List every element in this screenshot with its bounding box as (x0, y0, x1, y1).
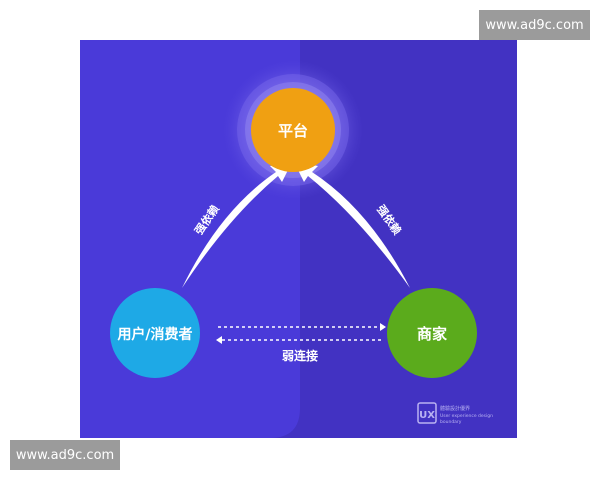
node-platform (251, 88, 335, 172)
watermark-top: www.ad9c.com (479, 10, 590, 40)
svg-text:UX: UX (419, 410, 435, 421)
arrow-user-to-platform (182, 162, 292, 288)
node-merchant (387, 288, 477, 378)
svg-text:User experience design: User experience design (440, 413, 493, 419)
arrowhead-right-icon (380, 323, 386, 331)
watermark-bottom: www.ad9c.com (10, 440, 120, 470)
ux-logo: UX 體驗設計優界 User experience design boundar… (417, 402, 493, 425)
diagram: 平台 用户/消费者 商家 强依赖 强依赖 弱连接 UX 體驗設計優界 User … (80, 40, 517, 438)
svg-text:體驗設計優界: 體驗設計優界 (440, 405, 470, 412)
label-platform: 平台 (278, 122, 308, 140)
label-edge-user-merchant: 弱连接 (282, 348, 318, 363)
node-user (110, 288, 200, 378)
label-user: 用户/消费者 (117, 326, 192, 343)
arrow-merchant-to-platform (294, 162, 410, 288)
label-merchant: 商家 (417, 325, 447, 343)
arrowhead-left-icon (216, 336, 222, 344)
svg-text:boundary: boundary (440, 419, 462, 425)
